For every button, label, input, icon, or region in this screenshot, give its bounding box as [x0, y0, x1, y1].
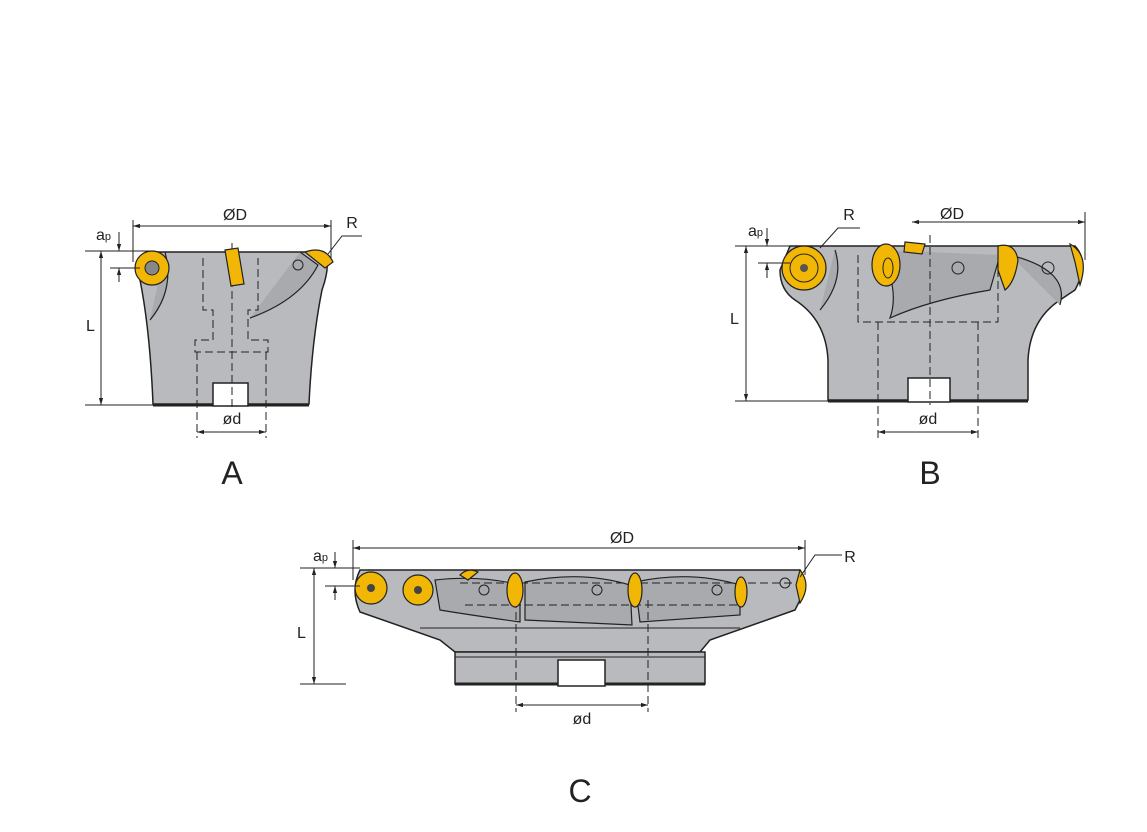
dim-a-depth: ap — [96, 227, 111, 244]
dim-a-outer-diameter: ØD — [223, 207, 247, 224]
label-c: C — [568, 773, 591, 809]
dim-b-bore: ød — [919, 411, 938, 428]
dim-c-outer-diameter: ØD — [610, 530, 634, 547]
insert-icon — [354, 568, 807, 608]
dim-b-radius: R — [843, 207, 855, 224]
dim-c-radius: R — [844, 549, 856, 566]
dim-b-depth: ap — [748, 223, 763, 240]
dim-c-length: L — [297, 625, 306, 642]
insert-icon — [781, 241, 1084, 291]
dim-a-bore: ød — [223, 411, 242, 428]
dim-a-radius: R — [346, 215, 358, 232]
cutter-c: ØD R ap L ød C — [297, 530, 856, 809]
dim-c-depth: ap — [313, 548, 328, 565]
label-b: B — [919, 455, 940, 491]
dim-c-bore: ød — [573, 711, 592, 728]
dim-b-outer-diameter: ØD — [940, 206, 964, 223]
cutter-b: ØD R ap L ød B — [730, 206, 1086, 491]
cutter-a: ØD R ap L ød A — [85, 207, 362, 491]
dim-b-length: L — [730, 311, 739, 328]
insert-icon — [134, 247, 334, 287]
dim-a-length: L — [86, 318, 95, 335]
label-a: A — [221, 455, 243, 491]
